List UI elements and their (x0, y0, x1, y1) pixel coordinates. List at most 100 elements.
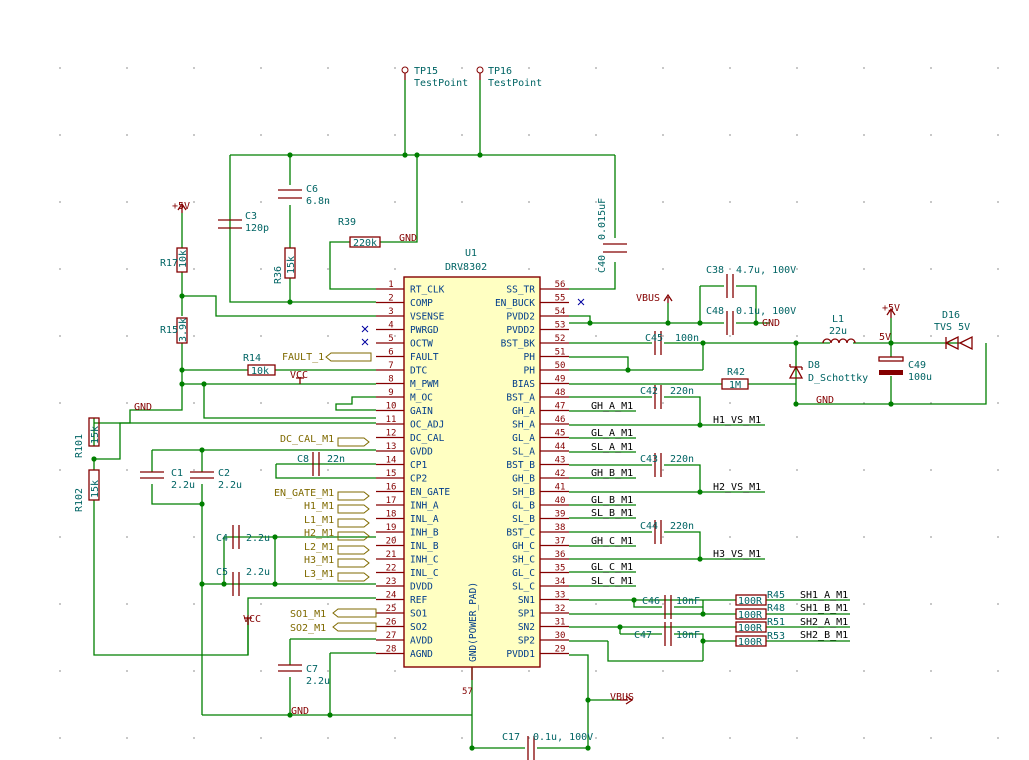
u1-pin-number: 31 (555, 618, 566, 628)
u1-pin-name: GH_A (512, 406, 535, 417)
u1-pin-number: 7 (388, 361, 393, 371)
c1-ref: C1 (171, 468, 183, 479)
u1-pin-number: 51 (555, 348, 566, 358)
u1-pin-name: SO1 (410, 609, 427, 620)
p5v-small-label: 5V (879, 332, 891, 343)
d16-ref: D16 (942, 310, 960, 321)
hlabel-h1: H1_M1 (304, 501, 334, 512)
d8-value: D_Schottky (808, 373, 868, 384)
gnd-label-2: GND (399, 233, 417, 244)
net-gl-c: GL_C_M1 (591, 562, 633, 573)
u1-pin-number: 45 (555, 429, 566, 439)
u1-pin-number: 46 (555, 415, 566, 425)
u1-pin-name: PWRGD (410, 325, 439, 336)
r45-ref: R45 (767, 590, 785, 601)
r101-ref: R101 (74, 434, 85, 458)
u1-pin-number: 35 (555, 564, 566, 574)
c3-ref: C3 (245, 211, 257, 222)
u1-pin-number: 8 (388, 375, 393, 385)
u1-pin-name: PVDD2 (506, 312, 535, 323)
r17-value: 10k (178, 250, 189, 268)
u1-pin-number: 42 (555, 469, 566, 479)
d16-diode[interactable]: D16 TVS 5V (934, 310, 973, 351)
wires (93, 80, 987, 749)
net-labels[interactable]: GH_A_M1 H1_VS_M1 GL_A_M1 SL_A_M1 GH_B_M1… (591, 401, 848, 641)
net-h1-vs: H1_VS_M1 (713, 415, 761, 426)
hlabel-so1: SO1_M1 (290, 609, 326, 620)
u1-pin-name: INL_C (410, 568, 439, 579)
u1-pin-name: SH_B (512, 487, 535, 498)
r42-ref: R42 (727, 367, 745, 378)
u1-pin-name: GL_A (512, 433, 535, 444)
u1-pin-name: VSENSE (410, 312, 445, 323)
l1-inductor[interactable]: L1 22u (822, 314, 856, 344)
u1-pin-number: 33 (555, 591, 566, 601)
u1-pin-number: 24 (386, 591, 397, 601)
r14-ref: R14 (243, 353, 261, 364)
u1-pin-name: GL_C (512, 568, 535, 579)
net-sh2-a: SH2_A_M1 (800, 617, 848, 628)
gnd-label-1: GND (134, 402, 152, 413)
u1-pin-name: SN2 (518, 622, 535, 633)
u1-pin-name: SS_TR (506, 285, 535, 296)
u1-pin-name: INH_A (410, 501, 439, 512)
u1-ref: U1 (465, 248, 477, 259)
u1-pin-name: BST_C (506, 528, 535, 539)
c4-ref: C4 (216, 533, 228, 544)
hier-labels[interactable]: FAULT_1 DC_CAL_M1 EN_GATE_M1 H1_M1 L1_M1… (274, 352, 377, 634)
u1-pin-number: 53 (555, 321, 566, 331)
r45-value: 100R (738, 596, 763, 607)
hlabel-fault-1: FAULT_1 (282, 352, 324, 363)
c7-ref: C7 (306, 664, 318, 675)
vcc-symbol-1: VCC (290, 370, 308, 381)
c7-value: 2.2u (306, 676, 330, 687)
u1-pin-name: SL_C (512, 582, 535, 593)
u1-pin-number: 18 (386, 510, 397, 520)
u1-pin-number: 9 (388, 388, 393, 398)
capacitors[interactable] (140, 189, 904, 760)
r48-ref: R48 (767, 603, 785, 614)
resistors[interactable] (88, 236, 767, 647)
u1-pin-name: SP1 (518, 609, 535, 620)
u1-pin-name: GVDD (410, 447, 433, 458)
u1-pin-name: BST_A (506, 393, 535, 404)
capacitor-labels: C3 120p C6 6.8n C40 0.015uF C38 4.7u, 10… (171, 184, 932, 743)
pins-right: 56SS_TR55EN_BUCK54PVDD253PVDD252BST_BK51… (495, 280, 569, 660)
testpoints[interactable]: TP15 TestPoint TP16 TestPoint (401, 66, 542, 89)
net-sh2-b: SH2_B_M1 (800, 630, 848, 641)
u1-pin-number: 14 (386, 456, 397, 466)
d8-diode[interactable]: D8 D_Schottky (788, 360, 868, 384)
r51-ref: R51 (767, 617, 785, 628)
u1-pin-number: 40 (555, 496, 566, 506)
hlabel-l1: L1_M1 (304, 515, 334, 526)
u1-pin-name: PH (524, 352, 536, 363)
c5-ref: C5 (216, 567, 228, 578)
c2-value: 2.2u (218, 480, 242, 491)
u1-pin-name: BIAS (512, 379, 535, 390)
no-connect-markers (361, 298, 585, 346)
u1-pin-name: FAULT (410, 352, 439, 363)
u1-pin-name: GH_C (512, 541, 535, 552)
u1-pin-number: 29 (555, 645, 566, 655)
u1-pin-name: PH (524, 366, 536, 377)
u1-pin-name: CP1 (410, 460, 427, 471)
c2-ref: C2 (218, 468, 230, 479)
vcc-symbol-2: VCC (243, 614, 261, 625)
resistor-labels: R39 220k R36 15k R17 10k R15 3.9k R14 10… (74, 217, 785, 648)
tp16-value: TestPoint (488, 78, 542, 89)
hlabel-so2: SO2_M1 (290, 623, 326, 634)
net-gh-b: GH_B_M1 (591, 468, 633, 479)
junctions (91, 152, 894, 751)
u1-pin-name: SH_A (512, 420, 535, 431)
u1-pin-number: 48 (555, 388, 566, 398)
u1-pin-name: EN_BUCK (495, 298, 535, 309)
u1-pin-name: INH_C (410, 555, 439, 566)
u1-pin-name: BST_BK (501, 339, 536, 350)
u1-pin-number: 23 (386, 577, 397, 587)
p5v-symbol-1: +5V (172, 201, 190, 212)
net-h2-vs: H2_VS_M1 (713, 482, 761, 493)
u1-pin-number: 5 (388, 334, 393, 344)
